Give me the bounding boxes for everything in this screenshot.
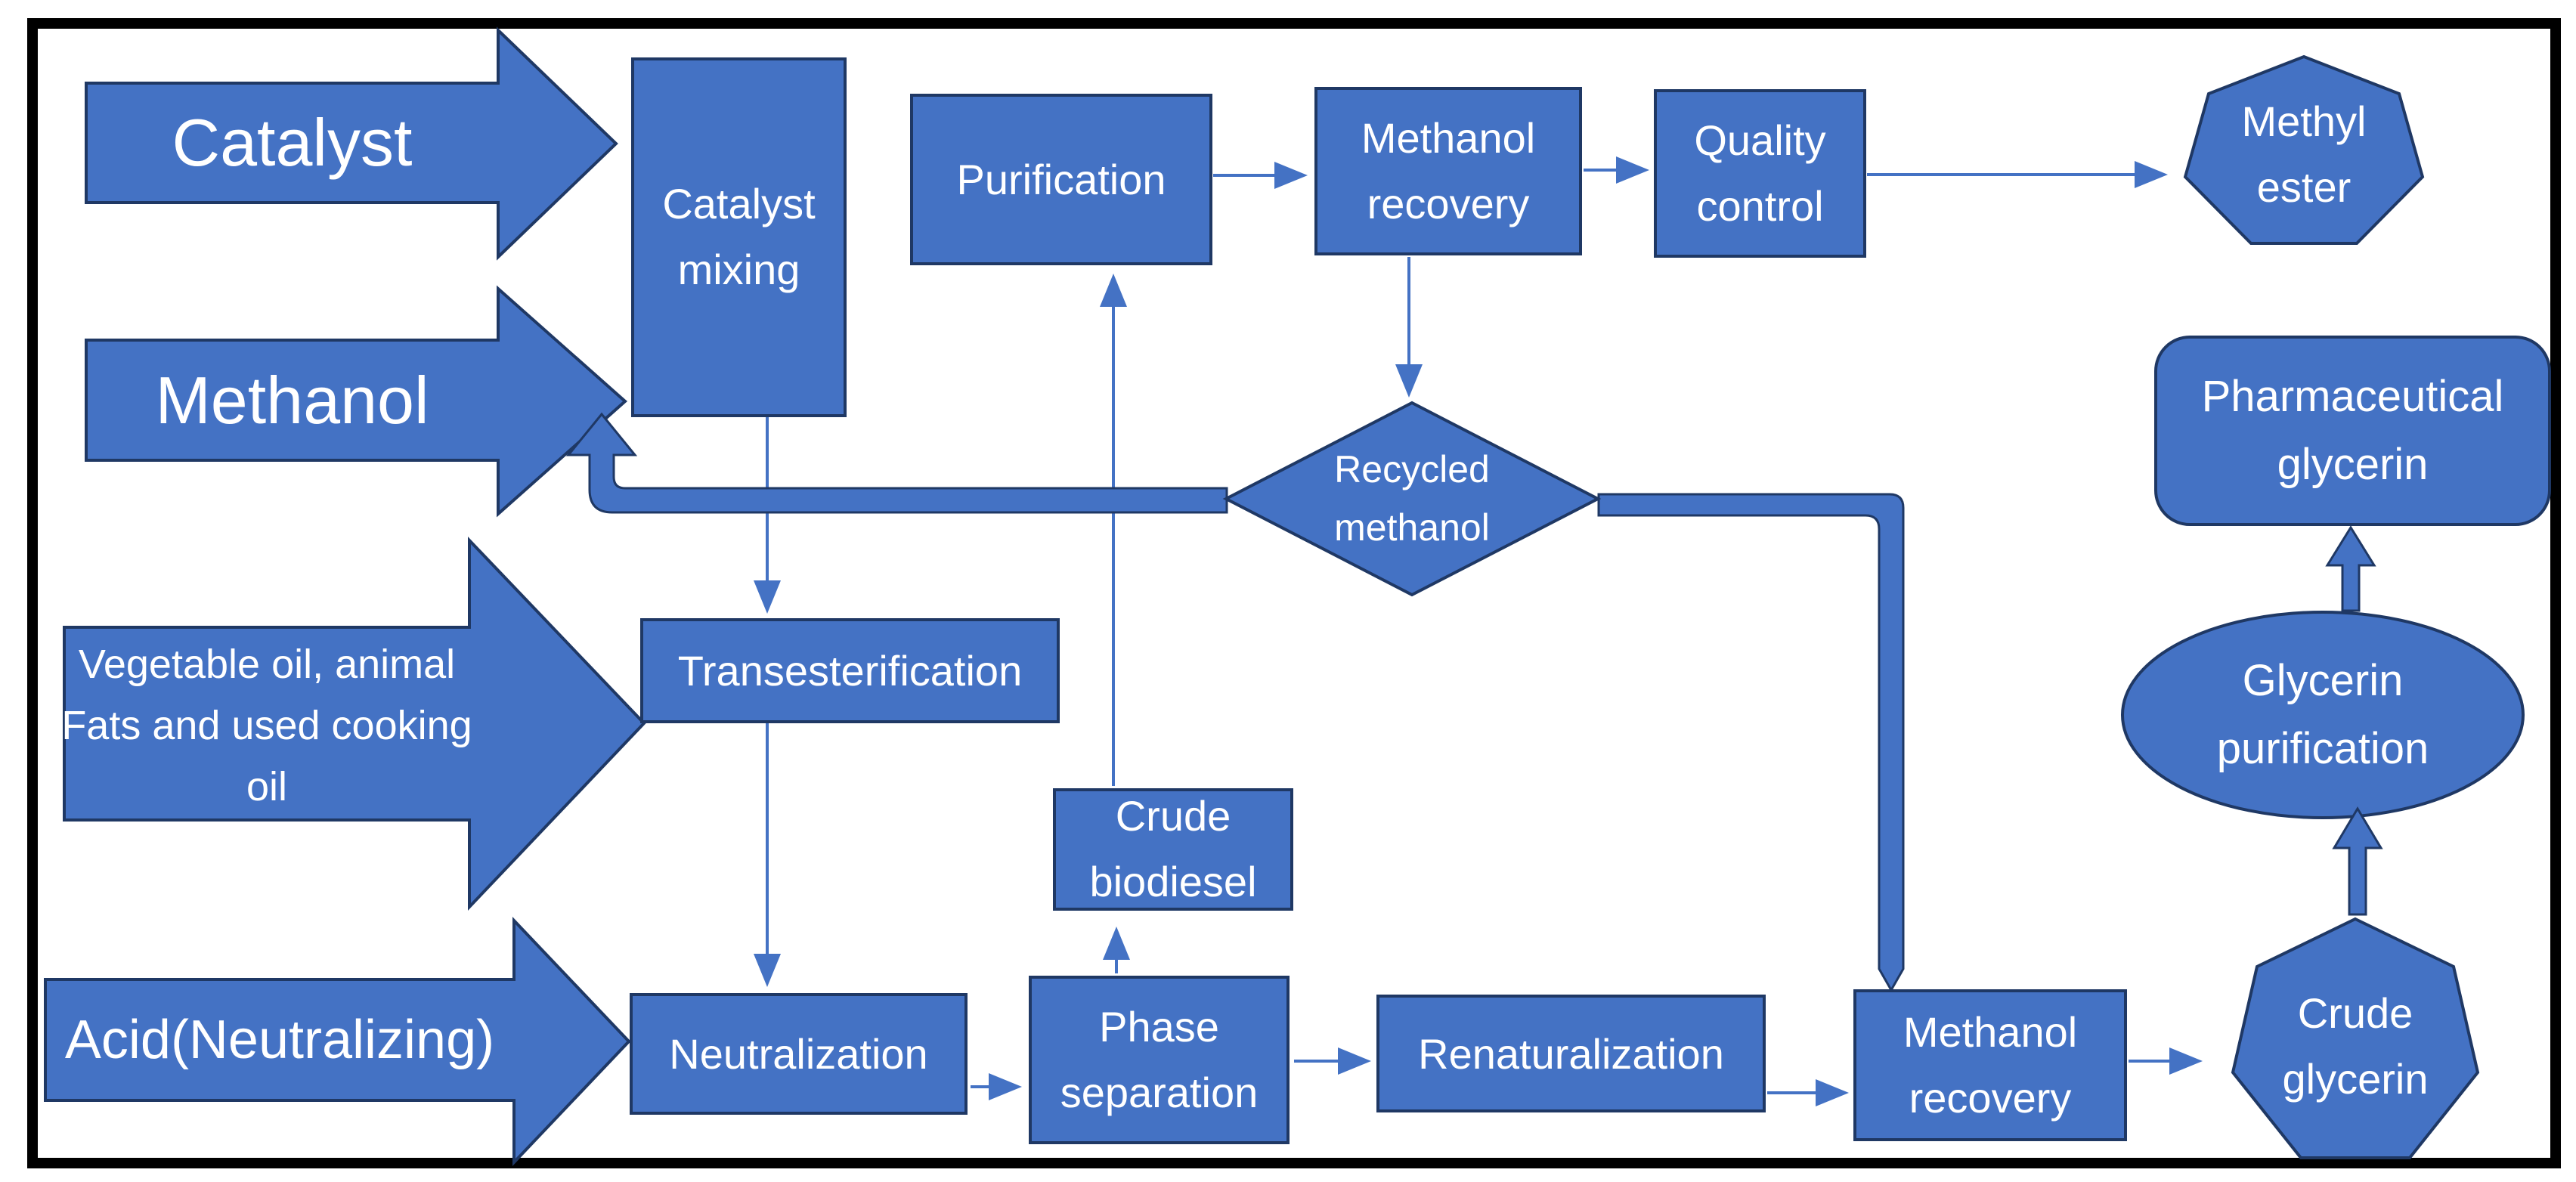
arrow-glycerinpurification-pharmaglycerin — [2325, 525, 2376, 612]
renaturalization-box — [1376, 995, 1766, 1112]
pharmaceutical-glycerin-box — [2154, 336, 2551, 526]
methanol-recovery-bottom-box — [1853, 989, 2127, 1141]
arrow-crudeglycerin-glycerinpurification — [2332, 806, 2383, 916]
diagram-border — [27, 18, 2561, 1168]
catalyst-mixing-box — [631, 57, 847, 417]
crude-glycerin-heptagon — [2231, 917, 2480, 1159]
glycerin-purification-ellipse — [2121, 611, 2525, 819]
neutralization-box — [630, 993, 968, 1115]
vegetable-oil-input-arrow-shape — [63, 537, 646, 911]
recycle-pipe-from-methanol-recovery — [1597, 493, 1905, 993]
crude-biodiesel-box — [1053, 788, 1293, 911]
recycled-methanol-diamond — [1222, 401, 1602, 597]
purification-box — [910, 94, 1212, 265]
methanol-input-arrow-shape — [85, 285, 628, 518]
catalyst-input-arrow-shape — [85, 26, 618, 261]
methanol-recovery-top-box — [1314, 87, 1582, 255]
phase-separation-box — [1029, 976, 1290, 1144]
quality-control-box — [1654, 89, 1866, 258]
transesterification-box — [640, 618, 1060, 723]
acid-input-arrow-shape — [44, 916, 631, 1167]
methyl-ester-heptagon — [2183, 54, 2425, 245]
recycle-pipe-to-methanol-feed — [565, 412, 1228, 514]
